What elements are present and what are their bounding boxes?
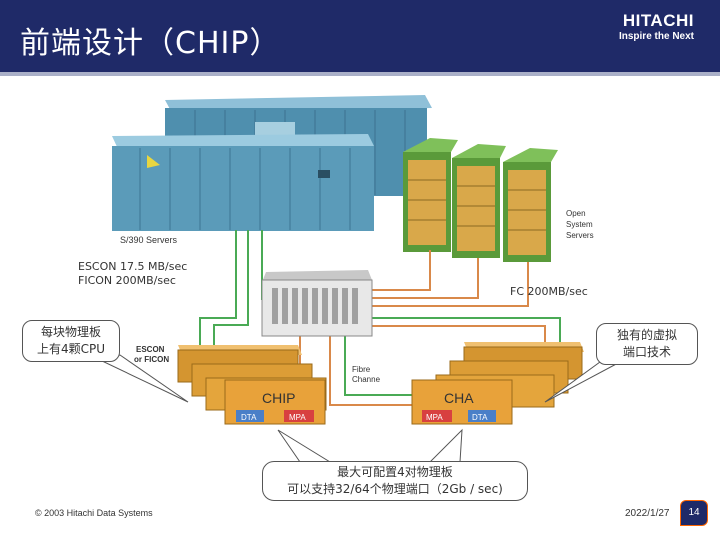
bottom-callout: 最大可配置4对物理板 可以支持32/64个物理端口（2Gb / sec) xyxy=(262,461,528,501)
header-bar: 前端设计（CHIP） HITACHI Inspire the Next xyxy=(0,0,720,76)
page-title: 前端设计（CHIP） xyxy=(20,26,281,61)
bottom-callout-line2: 可以支持32/64个物理端口（2Gb / sec) xyxy=(287,482,503,496)
cha-label: CHA xyxy=(444,390,474,406)
mpa-label-right: MPA xyxy=(426,413,443,422)
escon-speed-note: ESCON 17.5 MB/sec xyxy=(78,260,188,273)
server-rack xyxy=(452,144,506,258)
mainframe-label: S/390 Servers xyxy=(120,235,178,245)
mainframe-server-front xyxy=(112,134,374,231)
bottom-callout-pointer-left xyxy=(277,429,332,463)
bottom-callout-line1: 最大可配置4对物理板 xyxy=(337,465,453,479)
brand-tagline: Inspire the Next xyxy=(618,31,694,42)
left-callout-line1: 每块物理板 xyxy=(40,325,101,339)
cha-board-stack xyxy=(411,342,584,425)
storage-controller xyxy=(261,270,373,337)
escon-label-line1: ESCON xyxy=(136,345,165,354)
fibre-label-line2: Channe xyxy=(352,375,381,384)
fibre-label-line1: Fibre xyxy=(352,365,371,374)
bottom-callout-pointer-right xyxy=(428,428,463,463)
dta-label-left: DTA xyxy=(241,413,257,422)
page-number-badge: 14 xyxy=(680,500,708,526)
left-callout-line2: 上有4颗CPU xyxy=(36,342,106,356)
brand-name: HITACHI xyxy=(622,11,694,30)
right-callout: 独有的虚拟 端口技术 xyxy=(596,323,698,365)
open-system-servers xyxy=(403,138,558,262)
chip-board-stack xyxy=(177,345,327,425)
escon-label-line2: or FICON xyxy=(134,355,169,364)
open-system-label-line2: System xyxy=(566,220,593,229)
footer-date: 2022/1/27 xyxy=(625,508,670,519)
open-system-label-line3: Servers xyxy=(566,231,594,240)
chip-label: CHIP xyxy=(262,390,295,406)
dta-label-right: DTA xyxy=(472,413,488,422)
copyright-footer: © 2003 Hitachi Data Systems xyxy=(35,508,153,518)
right-callout-line2: 端口技术 xyxy=(622,345,671,359)
ficon-speed-note: FICON 200MB/sec xyxy=(78,274,176,287)
fc-speed-note: FC 200MB/sec xyxy=(510,285,588,298)
server-rack xyxy=(403,138,458,252)
left-callout: 每块物理板 上有4颗CPU xyxy=(22,320,120,362)
hitachi-logo: HITACHI Inspire the Next xyxy=(619,11,694,42)
right-callout-line1: 独有的虚拟 xyxy=(616,328,677,342)
open-system-label-line1: Open xyxy=(566,209,586,218)
mpa-label-left: MPA xyxy=(289,413,306,422)
server-rack xyxy=(503,148,558,262)
